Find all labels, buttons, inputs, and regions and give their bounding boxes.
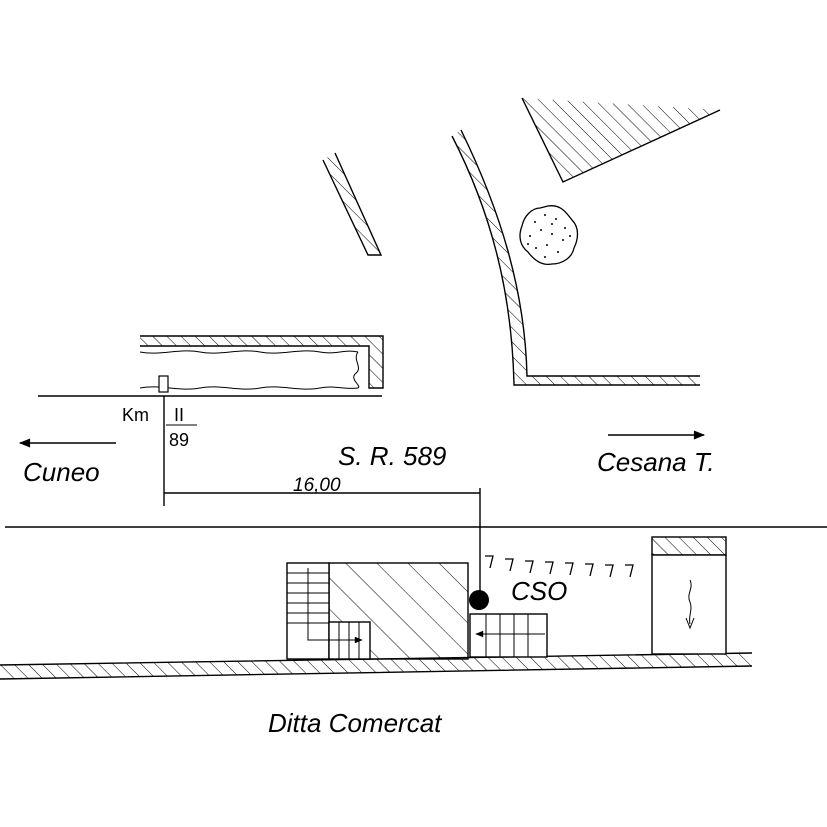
sidewalk-strip [0, 653, 752, 679]
curved-road-edge-outer [460, 129, 700, 377]
right-staircase [469, 613, 548, 658]
canopy-ticks [485, 555, 634, 578]
distance-label: 16,00 [293, 475, 341, 496]
west-destination: Cuneo [23, 457, 100, 487]
east-destination: Cesana T. [597, 447, 715, 477]
km-prefix: Km [122, 405, 149, 425]
point-label: CSO [511, 576, 567, 606]
diagonal-wall [323, 153, 381, 255]
km-major: II [174, 405, 184, 425]
right-building [651, 536, 727, 655]
diagonal-wall-outline [322, 152, 383, 256]
left-staircase [286, 562, 371, 660]
curved-road-edge [452, 130, 700, 385]
company-name: Ditta Comercat [268, 708, 443, 738]
tree-icon [519, 205, 579, 266]
road-name: S. R. 589 [338, 441, 446, 471]
curved-road-edge-inner [451, 135, 700, 386]
building-corner-top-outline [521, 97, 721, 183]
building-corner-top [522, 98, 720, 182]
wall-structure [139, 335, 384, 393]
measurement-point-icon [469, 590, 489, 610]
km-minor: 89 [169, 430, 189, 450]
